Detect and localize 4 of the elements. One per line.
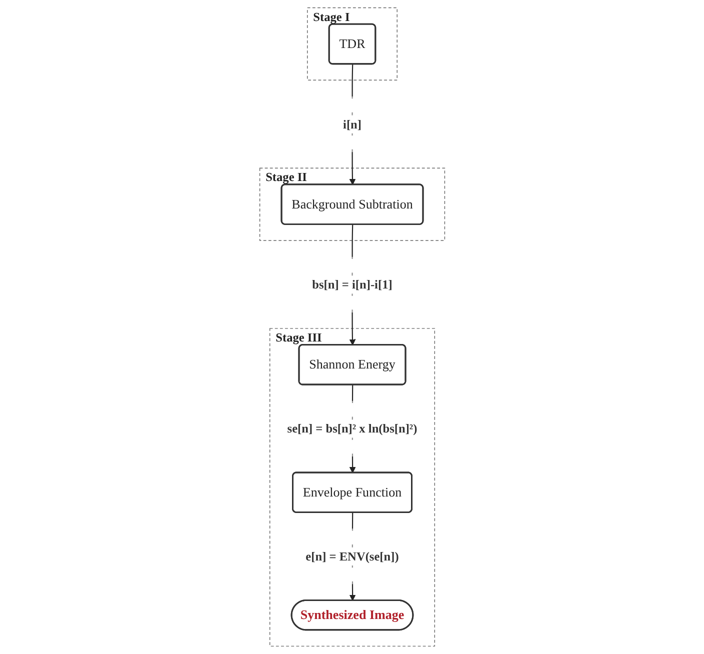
edge-label: se[n] = bs[n]² x ln(bs[n]²) bbox=[287, 421, 417, 436]
edge-label: e[n] = ENV(se[n]) bbox=[305, 549, 399, 563]
edge-label: bs[n] = i[n]-i[1] bbox=[312, 277, 392, 292]
edge-label: i[n] bbox=[342, 117, 362, 131]
